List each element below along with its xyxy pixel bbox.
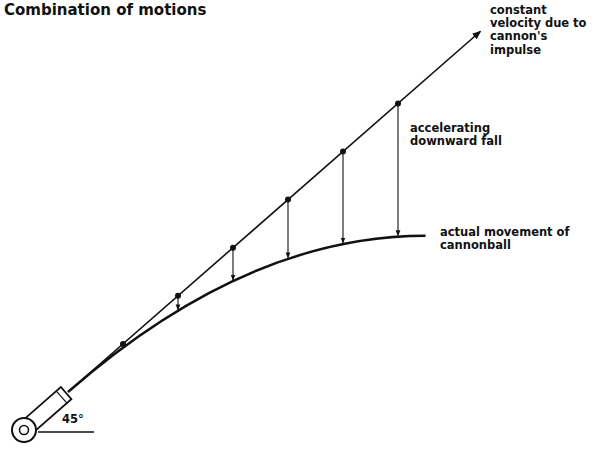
horizontal-reference bbox=[38, 431, 94, 432]
trajectory-curve bbox=[68, 236, 426, 392]
position-dots bbox=[120, 100, 401, 347]
velocity-line bbox=[68, 31, 481, 392]
trajectory-label: actual movement of cannonball bbox=[440, 226, 570, 252]
angle-label: 45° bbox=[62, 413, 84, 426]
diagram-title: Combination of motions bbox=[4, 2, 206, 19]
velocity-label: constant velocity due to cannon's impuls… bbox=[490, 4, 590, 57]
fall-arrows bbox=[123, 103, 398, 347]
fall-label: accelerating downward fall bbox=[410, 122, 510, 148]
